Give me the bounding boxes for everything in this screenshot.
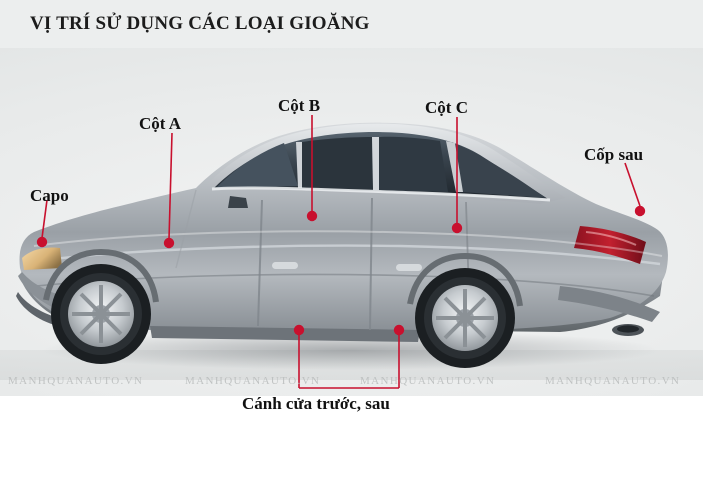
- photo-footer-white: [0, 396, 703, 480]
- label-cop-sau: Cốp sau: [584, 145, 644, 164]
- page-title: VỊ TRÍ SỬ DỤNG CÁC LOẠI GIOĂNG: [30, 13, 370, 34]
- label-cot-b: Cột B: [278, 96, 321, 115]
- watermark: MANHQUANAUTO.VN: [8, 375, 144, 387]
- label-cot-c: Cột C: [425, 98, 468, 117]
- watermark: MANHQUANAUTO.VN: [545, 375, 681, 387]
- watermark: MANHQUANAUTO.VN: [185, 375, 321, 387]
- label-capo: Capo: [30, 186, 69, 205]
- watermark: MANHQUANAUTO.VN: [360, 375, 496, 387]
- label-cot-a: Cột A: [139, 114, 182, 133]
- car-ground-shadow: [40, 330, 660, 370]
- label-canh-cua-truoc-sau: Cánh cửa trước, sau: [242, 394, 390, 413]
